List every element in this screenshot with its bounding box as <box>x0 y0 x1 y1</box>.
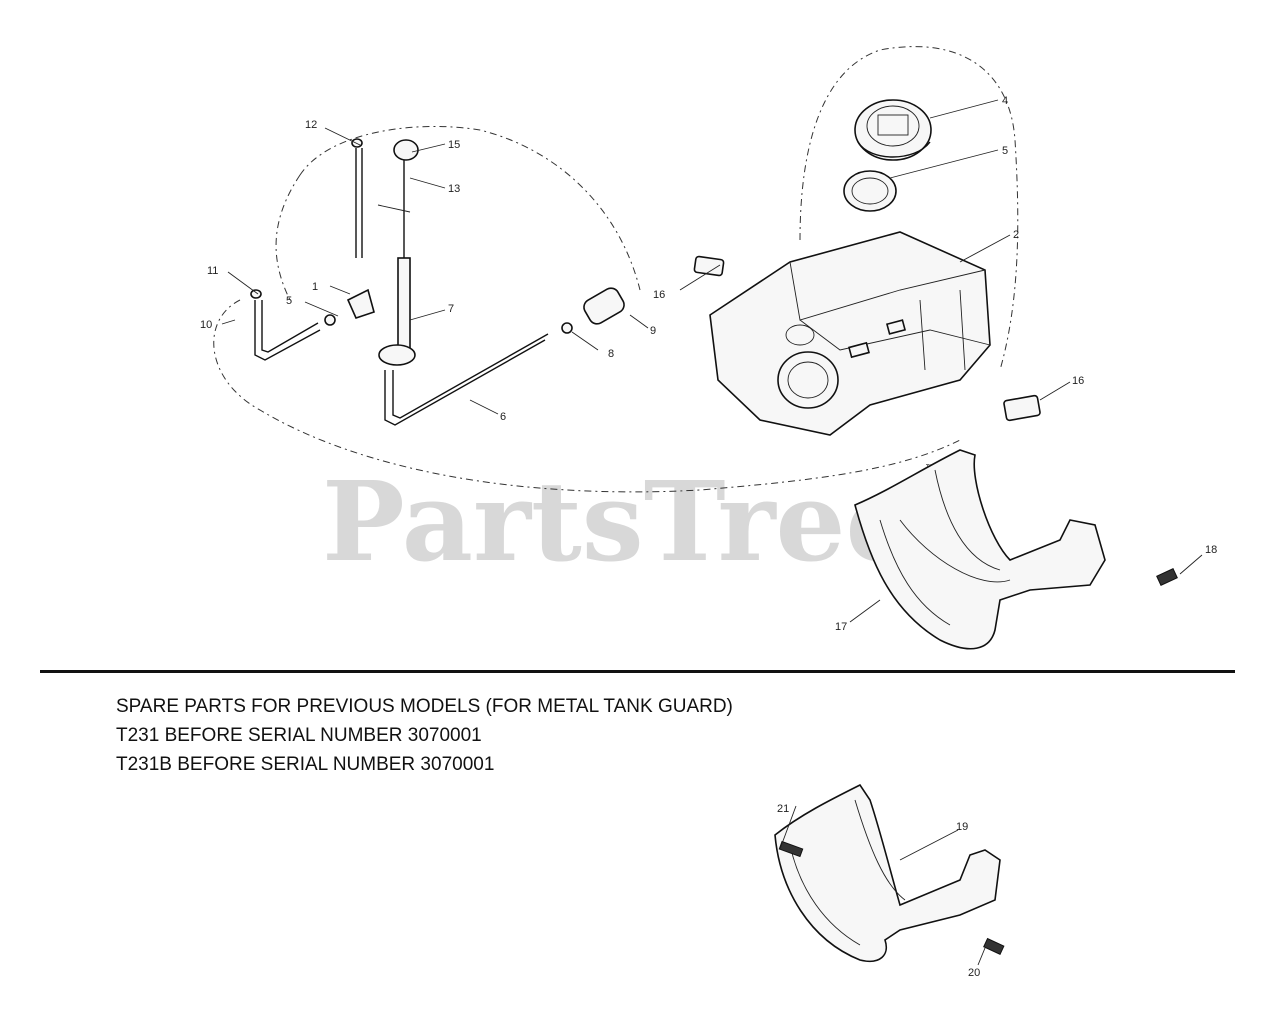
callout-10: 10 <box>200 319 212 331</box>
callout-9: 9 <box>650 325 656 337</box>
grommet-upper <box>693 255 725 277</box>
callout-7: 7 <box>448 303 454 315</box>
callout-1: 1 <box>312 281 318 293</box>
callout-5-lower: 5 <box>286 295 292 307</box>
fuel-line-assembly <box>250 138 625 426</box>
leader-lines <box>221 99 1203 966</box>
callout-2: 2 <box>1013 229 1019 241</box>
section-divider <box>40 670 1235 673</box>
plastic-tank-guard <box>854 449 1106 650</box>
callout-4: 4 <box>1002 95 1008 107</box>
metal-guard-screw-upper <box>778 840 804 858</box>
grommet-lower <box>1003 394 1041 422</box>
assembly-outline-lines <box>213 126 961 493</box>
fuel-tank <box>709 231 991 436</box>
callout-6: 6 <box>500 411 506 423</box>
callout-13: 13 <box>448 183 460 195</box>
metal-tank-guard <box>774 783 1001 962</box>
callout-16-lower: 16 <box>1072 375 1084 387</box>
callout-18: 18 <box>1205 544 1217 556</box>
callout-16-upper: 16 <box>653 289 665 301</box>
callout-19: 19 <box>956 821 968 833</box>
callout-11: 11 <box>207 265 218 277</box>
callout-21: 21 <box>777 803 789 815</box>
callout-15-top: 15 <box>448 139 460 151</box>
cap-assembly-outline <box>799 46 1019 371</box>
spare-parts-heading: SPARE PARTS FOR PREVIOUS MODELS (FOR MET… <box>116 696 733 717</box>
model-note-t231: T231 BEFORE SERIAL NUMBER 3070001 <box>116 725 482 746</box>
callout-12: 12 <box>305 119 317 131</box>
model-note-t231b: T231B BEFORE SERIAL NUMBER 3070001 <box>116 754 495 775</box>
cap-gasket <box>843 170 897 212</box>
guard-screw <box>1156 568 1178 586</box>
callout-17: 17 <box>835 621 847 633</box>
fuel-cap <box>854 99 932 161</box>
callout-20: 20 <box>968 967 980 979</box>
callout-5: 5 <box>1002 145 1008 157</box>
metal-guard-screw-lower <box>983 937 1005 955</box>
callout-8: 8 <box>608 348 614 360</box>
